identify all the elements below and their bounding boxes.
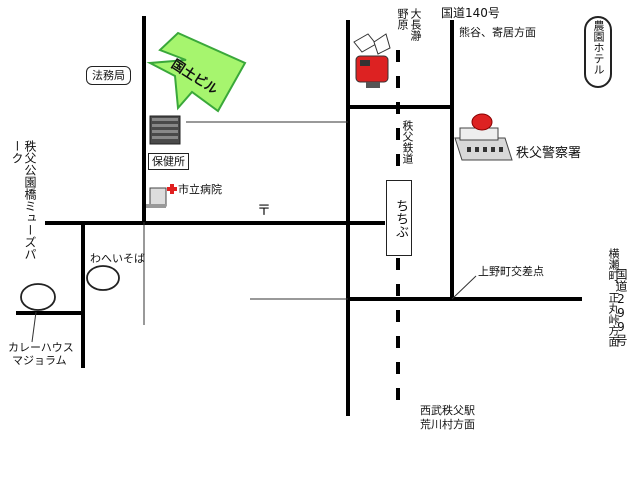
railway-label: 秩父鉄道 bbox=[401, 120, 414, 164]
kumagaya-label: 熊谷、寄居方面 bbox=[459, 26, 536, 39]
route140-label: 国道140号 bbox=[441, 6, 500, 20]
post-mark-label: 〒 bbox=[257, 203, 271, 219]
police-station-label: 秩父警察署 bbox=[516, 146, 582, 161]
kokushi-building-arrow-icon bbox=[146, 31, 247, 113]
thin-road-kamimachi bbox=[451, 275, 477, 300]
seibu-station-label: 西武秩父駅 bbox=[420, 404, 475, 417]
curry-house-marker bbox=[20, 283, 56, 311]
waheisoba-marker bbox=[86, 265, 120, 291]
yokoze-label: 横瀬町、正丸峠方面 bbox=[607, 248, 620, 347]
hospital-icon bbox=[146, 184, 177, 208]
police-station-icon bbox=[454, 113, 513, 161]
route299-label: 国道299号 bbox=[614, 268, 628, 346]
hokenjo-label: 保健所 bbox=[148, 153, 189, 170]
building-icon bbox=[149, 115, 181, 145]
thin-road-curry-leader bbox=[31, 311, 37, 343]
hospital-label: 市立病院 bbox=[178, 183, 222, 196]
waheisoba-label: わへいそば bbox=[90, 252, 145, 265]
curry-house-label-2: マジョラム bbox=[12, 354, 67, 367]
curry-house-label-1: カレーハウス bbox=[8, 341, 74, 354]
houmukyoku-label: 法務局 bbox=[86, 66, 131, 85]
arakawa-label: 荒川村方面 bbox=[420, 418, 475, 431]
kamimachi-label: 上野町交差点 bbox=[478, 265, 544, 278]
noen-hotel-label: 農園ホテル bbox=[592, 20, 605, 75]
noen-hotel-pill bbox=[584, 16, 612, 88]
chichibu-station-label: ちちぶ bbox=[386, 180, 412, 256]
museum-park-label: 秩父公園橋ミューズパーク bbox=[10, 140, 37, 260]
oonagatoro-label: 大長瀞野原 bbox=[396, 8, 422, 41]
post-office-icon bbox=[353, 33, 391, 88]
